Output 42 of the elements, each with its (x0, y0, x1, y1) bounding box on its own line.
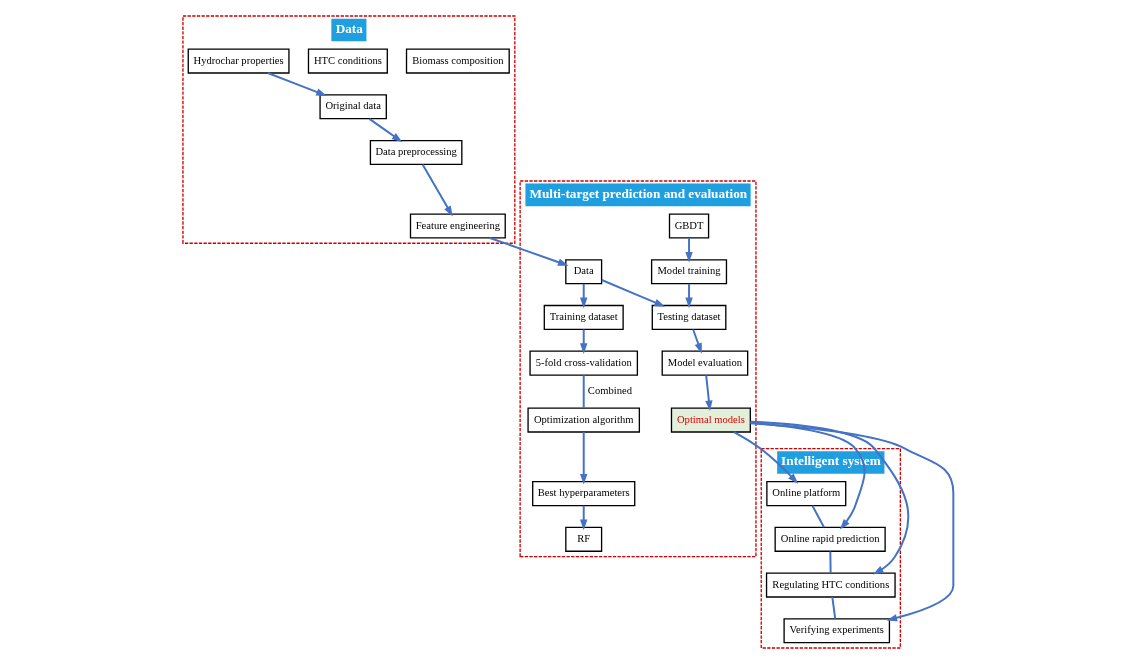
node-box: Model training (650, 259, 728, 285)
arrow (685, 282, 693, 309)
arrow (749, 422, 955, 622)
connector (831, 596, 837, 620)
connector (582, 374, 585, 410)
node-box: Online platform (766, 481, 847, 507)
arrow (580, 504, 588, 531)
node-box: Best hyperparameters (532, 481, 636, 507)
node-box: RF (565, 526, 603, 552)
edge-label: Combined (587, 385, 632, 397)
node-box: Training dataset (543, 304, 624, 330)
node-box: Verifying experiments (783, 618, 891, 644)
node-box: Feature engineering (409, 213, 506, 239)
arrow (692, 328, 702, 354)
node-box: Hydrochar properties (187, 48, 290, 74)
node-box: Regulating HTC conditions (765, 572, 896, 598)
arrow (266, 72, 327, 96)
node-box: Data (565, 259, 603, 285)
arrow (732, 431, 799, 484)
arrow (749, 420, 910, 575)
arrow (488, 237, 569, 266)
arrow (685, 237, 693, 263)
node-box: GBDT (668, 213, 710, 239)
node-box: HTC conditions (307, 48, 388, 74)
node-box: Online rapid prediction (774, 526, 886, 552)
connector (811, 504, 825, 529)
node-box: Biomass composition (405, 48, 510, 74)
arrow (580, 328, 588, 354)
node-box: Optimization algorithm (527, 407, 640, 433)
arrow (705, 374, 713, 412)
connector (829, 550, 832, 574)
node-box: 5-fold cross-validation (529, 350, 639, 376)
node-box: Model evaluation (661, 350, 749, 376)
node-box: Testing dataset (651, 304, 727, 330)
node-box: Optimal models (670, 407, 751, 433)
node-box: Original data (319, 94, 387, 120)
node-box: Data preprocessing (369, 139, 463, 166)
arrow (421, 163, 453, 217)
arrow (368, 117, 403, 143)
arrow (580, 431, 588, 485)
arrow (580, 282, 588, 309)
arrow (600, 279, 666, 307)
